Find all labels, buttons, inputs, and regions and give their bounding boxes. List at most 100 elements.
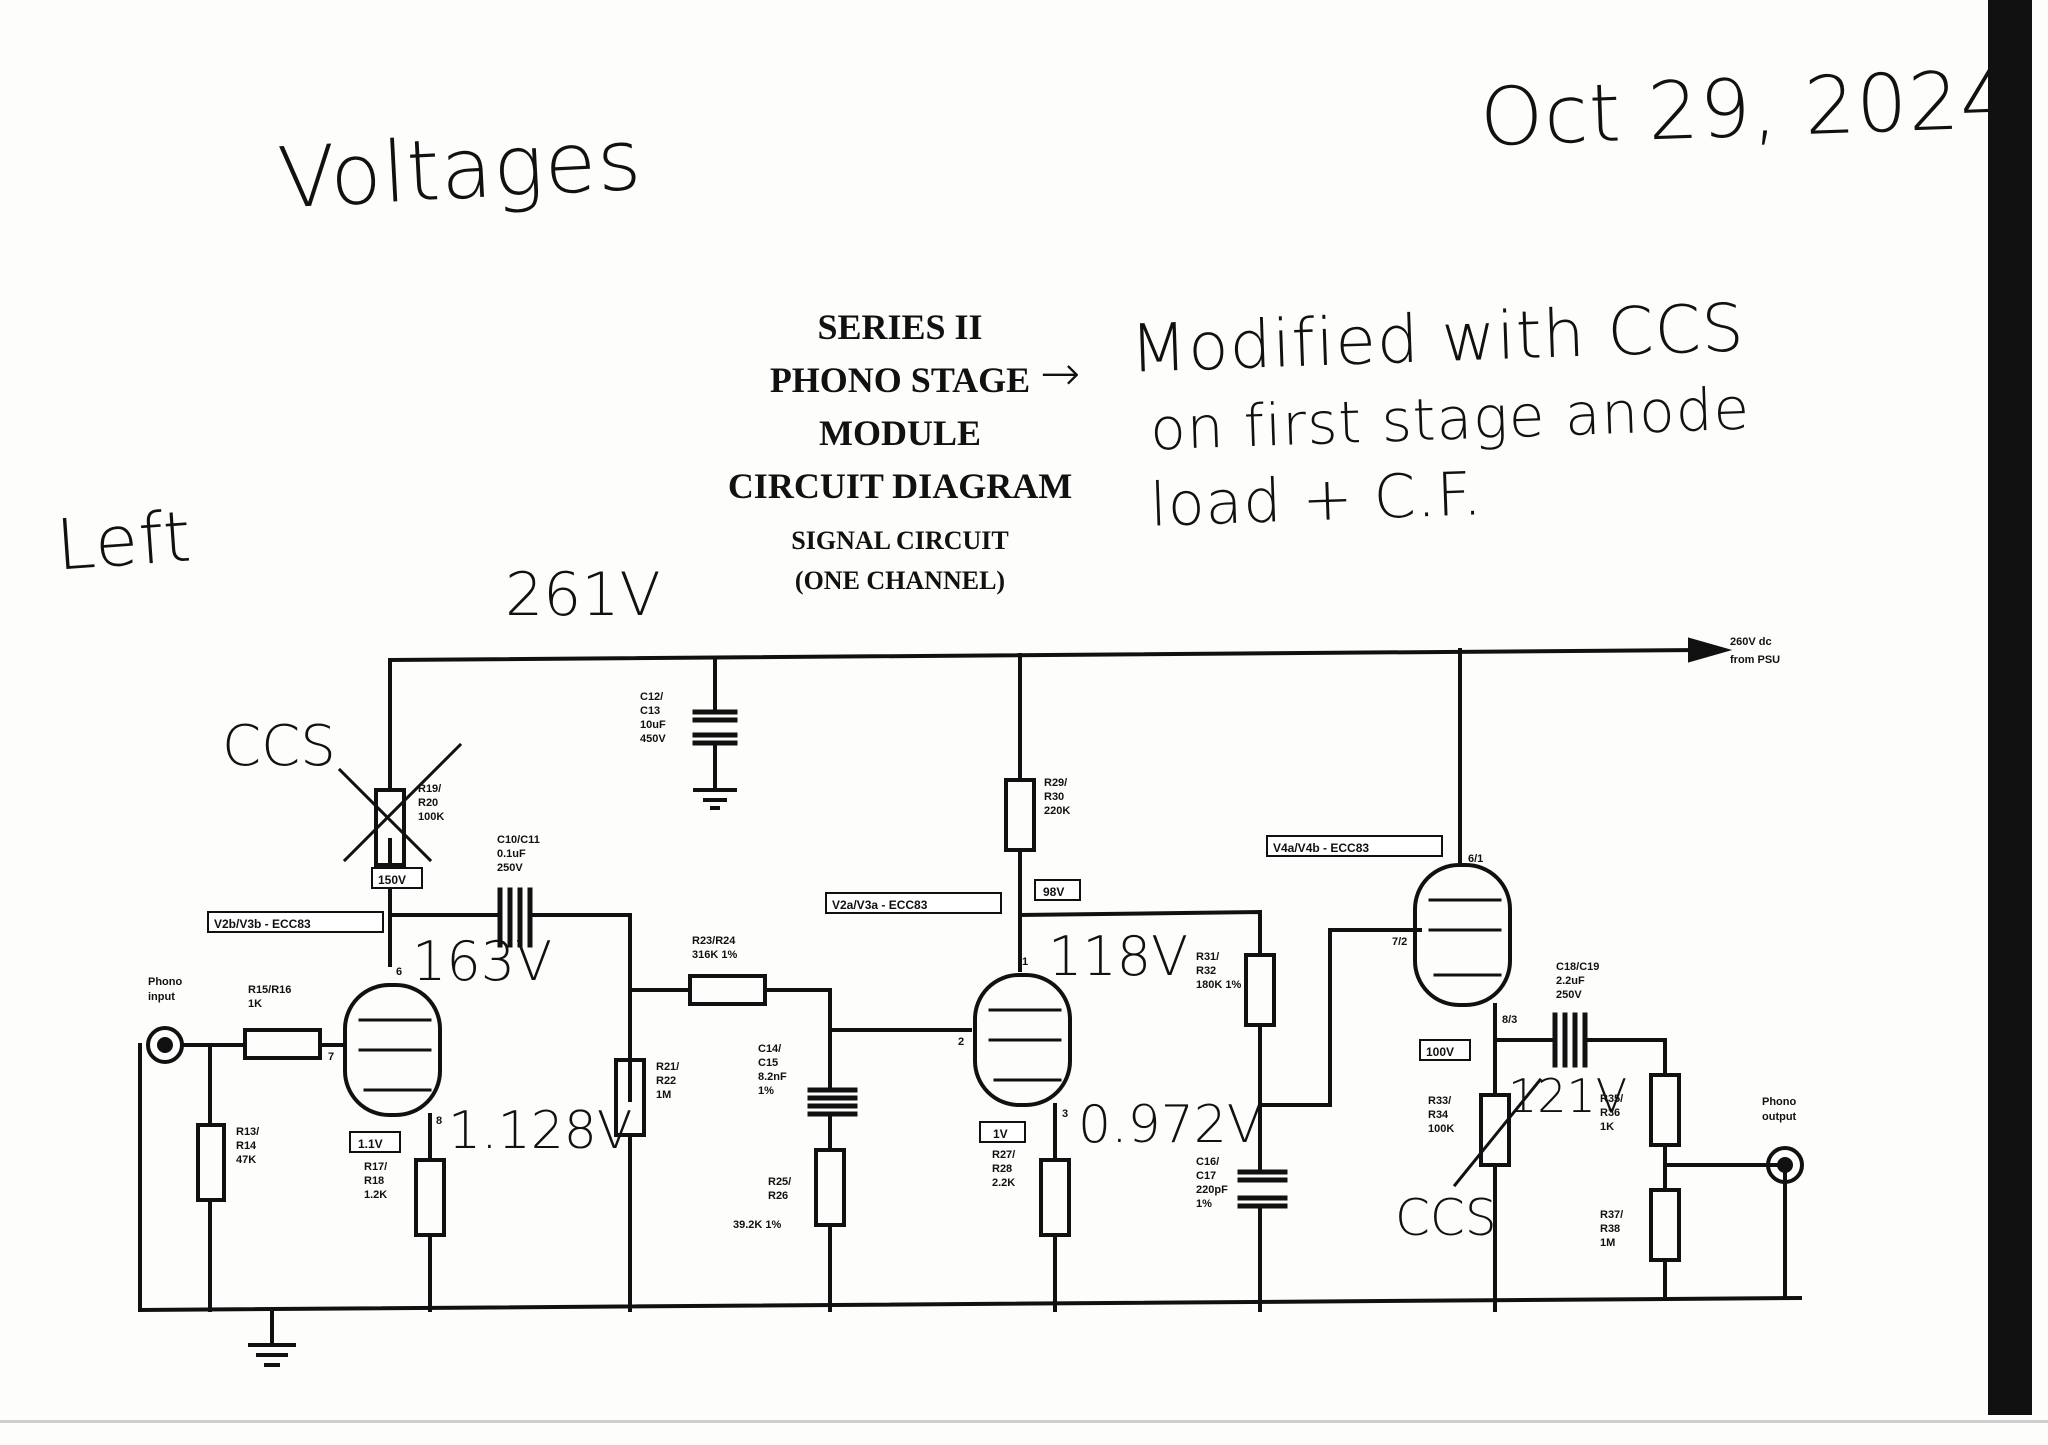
pin-8: 8 — [436, 1115, 442, 1127]
svg-text:R25/: R25/ — [768, 1176, 791, 1188]
ccs-note-bottom: CCS — [1395, 1189, 1497, 1247]
svg-text:47K: 47K — [236, 1154, 256, 1166]
svg-text:R19/: R19/ — [418, 783, 441, 795]
svg-text:R14: R14 — [236, 1140, 257, 1152]
capacitor-c18 — [1552, 1012, 1588, 1068]
supply-voltage-note: 261V — [505, 560, 661, 630]
svg-text:220K: 220K — [1044, 805, 1070, 817]
capacitor-c10 — [497, 887, 533, 948]
title-one-channel: (ONE CHANNEL) — [794, 566, 1006, 595]
pin-8-3: 8/3 — [1502, 1014, 1517, 1026]
label-c10: C10/C11 0.1uF 250V — [497, 834, 540, 874]
label-r35: R35/ R36 1K — [1600, 1093, 1623, 1133]
svg-text:1%: 1% — [758, 1085, 774, 1097]
supply-label-source: from PSU — [1730, 654, 1780, 666]
tube-v2a — [973, 973, 1072, 1107]
svg-text:2.2uF: 2.2uF — [1556, 975, 1585, 987]
svg-text:1.2K: 1.2K — [364, 1189, 387, 1201]
anode2-voltage-note: 118V — [1048, 925, 1188, 988]
resistor-r31 — [1244, 953, 1276, 1027]
svg-text:R27/: R27/ — [992, 1149, 1015, 1161]
cathode3-voltage-note: 121V — [1508, 1069, 1627, 1123]
label-c14: C14/ C15 8.2nF 1% — [758, 1043, 787, 1097]
capacitor-c16 — [1237, 1169, 1288, 1209]
svg-text:2.2K: 2.2K — [992, 1177, 1015, 1189]
tube-label-v4: V4a/V4b - ECC83 — [1273, 841, 1369, 855]
resistor-r25 — [814, 1148, 846, 1227]
ccs-crossout-top — [337, 742, 463, 863]
svg-text:R13/: R13/ — [236, 1126, 259, 1138]
svg-text:R37/: R37/ — [1600, 1209, 1623, 1221]
svg-text:250V: 250V — [497, 862, 523, 874]
svg-text:R34: R34 — [1428, 1109, 1449, 1121]
resistor-r33-ccs — [1479, 1093, 1511, 1167]
pin-7-2: 7/2 — [1392, 936, 1407, 948]
label-r21: R21/ R22 1M — [656, 1061, 679, 1101]
phono-output-label: Phono — [1762, 1096, 1796, 1108]
anode1-voltage-note: 163V — [412, 930, 552, 993]
tube-label-v2b: V2b/V3b - ECC83 — [214, 917, 311, 931]
svg-text:C16/: C16/ — [1196, 1156, 1219, 1168]
title-phono-stage: PHONO STAGE — [769, 360, 1031, 400]
svg-text:450V: 450V — [640, 733, 666, 745]
voltage-tag-150: 150V — [378, 873, 406, 887]
svg-text:R36: R36 — [1600, 1107, 1620, 1119]
tube-v2b — [343, 983, 442, 1117]
svg-text:C14/: C14/ — [758, 1043, 781, 1055]
label-r25: R25/ R26 39.2K 1% — [733, 1176, 791, 1231]
label-r17: R17/ R18 1.2K — [364, 1161, 387, 1201]
ccs-crossout-bottom — [1452, 1077, 1543, 1188]
svg-text:1K: 1K — [1600, 1121, 1614, 1133]
svg-text:316K 1%: 316K 1% — [692, 949, 737, 961]
resistor-r27 — [1039, 1158, 1071, 1237]
title-series: SERIES II — [817, 307, 983, 347]
scan-bottom-edge — [0, 1420, 2048, 1423]
voltage-tag-98: 98V — [1043, 885, 1064, 899]
resistor-r15 — [243, 1028, 322, 1060]
svg-text:C18/C19: C18/C19 — [1556, 961, 1599, 973]
capacitor-c12 — [692, 709, 738, 746]
label-r31: R31/ R32 180K 1% — [1196, 951, 1241, 991]
label-r19: R19/ R20 100K — [418, 783, 444, 823]
svg-text:R28: R28 — [992, 1163, 1012, 1175]
ccs-note-top: CCS — [222, 714, 336, 779]
resistor-r29 — [1004, 778, 1036, 852]
svg-text:R35/: R35/ — [1600, 1093, 1623, 1105]
svg-text:R23/R24: R23/R24 — [692, 935, 736, 947]
phono-output-label-2: output — [1762, 1111, 1797, 1123]
supply-label: 260V dc — [1730, 636, 1772, 648]
svg-text:250V: 250V — [1556, 989, 1582, 1001]
svg-text:0.1uF: 0.1uF — [497, 848, 526, 860]
svg-text:C10/C11: C10/C11 — [497, 834, 540, 846]
resistor-r23 — [688, 974, 767, 1006]
svg-text:R38: R38 — [1600, 1223, 1620, 1235]
label-c18: C18/C19 2.2uF 250V — [1556, 961, 1599, 1001]
phono-input-label: Phono — [148, 976, 182, 988]
svg-text:1M: 1M — [656, 1089, 671, 1101]
svg-text:R26: R26 — [768, 1190, 788, 1202]
svg-text:R33/: R33/ — [1428, 1095, 1451, 1107]
resistor-r17 — [414, 1158, 446, 1237]
phono-input-label-2: input — [148, 991, 175, 1003]
voltage-tag-1-1: 1.1V — [358, 1137, 383, 1151]
title-module: MODULE — [819, 413, 981, 453]
svg-text:8.2nF: 8.2nF — [758, 1071, 787, 1083]
svg-text:39.2K 1%: 39.2K 1% — [733, 1219, 782, 1231]
svg-text:1%: 1% — [1196, 1198, 1212, 1210]
svg-text:1K: 1K — [248, 998, 262, 1010]
label-r33: R33/ R34 100K — [1428, 1095, 1454, 1135]
svg-text:100K: 100K — [418, 811, 444, 823]
svg-text:1M: 1M — [1600, 1237, 1615, 1249]
svg-text:C17: C17 — [1196, 1170, 1216, 1182]
tube-label-v2a: V2a/V3a - ECC83 — [832, 898, 928, 912]
svg-text:R17/: R17/ — [364, 1161, 387, 1173]
svg-text:C13: C13 — [640, 705, 660, 717]
svg-text:R31/: R31/ — [1196, 951, 1219, 963]
label-r29: R29/ R30 220K — [1044, 777, 1070, 817]
supply-arrow-icon — [1688, 637, 1733, 663]
resistor-r35 — [1649, 1073, 1681, 1147]
tube-v4 — [1413, 863, 1512, 1007]
title-circuit-diagram: CIRCUIT DIAGRAM — [727, 466, 1073, 506]
